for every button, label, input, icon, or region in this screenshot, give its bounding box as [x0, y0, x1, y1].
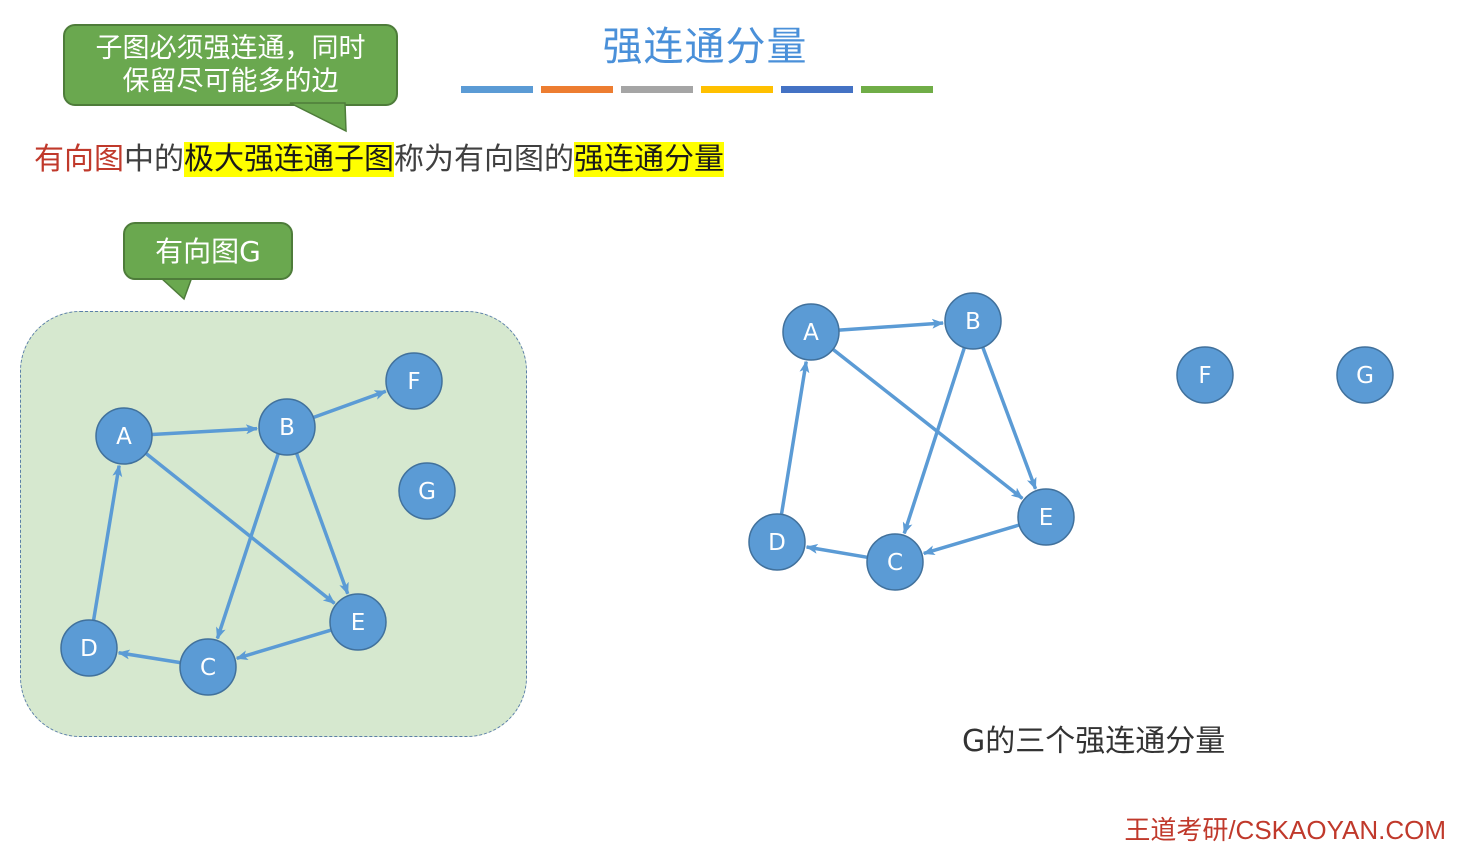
scc-node-b: B: [944, 292, 1002, 350]
graph-g-node-circle-c: [179, 638, 237, 696]
callout-graph-pointer: [158, 276, 194, 301]
graph-g-node-circle-a: [95, 407, 153, 465]
callout-graph-g-label: 有向图G: [123, 222, 293, 280]
graph-g-node-label-f: F: [407, 369, 420, 395]
scc-node-label-a: A: [803, 320, 819, 346]
callout-line-1: 子图必须强连通，同时: [95, 33, 366, 64]
graph-g-node-label-b: B: [279, 415, 295, 441]
callout-top-pointer: [289, 102, 347, 133]
slide-title: 强连通分量: [602, 24, 808, 70]
scc-node-c: C: [866, 533, 924, 591]
scc-node-circle-b: [944, 292, 1002, 350]
scc-node-f: F: [1176, 346, 1234, 404]
accent-bar-4: [701, 86, 773, 93]
scc-node-circle-e: [1017, 488, 1075, 546]
graph-g-node-circle-f: [385, 352, 443, 410]
graph-g-edge-b-c: [215, 453, 280, 640]
definition-term-maximal-subgraph: 极大强连通子图: [184, 142, 394, 177]
graph-g-edge-d-a: [91, 464, 123, 621]
definition-text-called: 称为有向图的: [394, 142, 574, 177]
scc-node-g: G: [1336, 346, 1394, 404]
definition-term-scc: 强连通分量: [574, 142, 724, 177]
accent-bar-6: [861, 86, 933, 93]
graph-g-node-g: G: [398, 462, 456, 520]
callout-line-2: 保留尽可能多的边: [122, 66, 339, 97]
scc-edge-d-a: [779, 360, 810, 515]
graph-g-node-label-g: G: [418, 479, 436, 505]
graph-g-edge-b-e: [294, 452, 350, 595]
definition-sentence: 有向图中的极大强连通子图称为有向图的强连通分量: [34, 138, 724, 182]
scc-node-label-c: C: [887, 550, 903, 576]
accent-bar-5: [781, 86, 853, 93]
graph-g-edge-e-c: [235, 628, 332, 661]
graph-g-node-c: C: [179, 638, 237, 696]
graph-g-node-f: F: [385, 352, 443, 410]
scc-node-d: D: [748, 513, 806, 571]
scc-node-label-d: D: [768, 530, 786, 556]
scc-node-label-g: G: [1356, 363, 1374, 389]
scc-node-circle-d: [748, 513, 806, 571]
scc-node-circle-a: [782, 303, 840, 361]
graph-g-node-d: D: [60, 619, 118, 677]
scc-node-label-b: B: [965, 309, 981, 335]
definition-text-of: 中的: [124, 142, 184, 177]
graph-g-edge-c-d: [117, 649, 181, 665]
brand-watermark: 王道考研/CSKAOYAN.COM: [1124, 815, 1446, 845]
graph-g-node-label-e: E: [351, 610, 366, 636]
graph-g-node-circle-b: [258, 398, 316, 456]
graph-g-node-circle-d: [60, 619, 118, 677]
graph-g-edge-a-b: [151, 424, 259, 437]
scc-edge-c-d: [805, 543, 868, 560]
graph-g-node-label-d: D: [80, 636, 98, 662]
scc-node-a: A: [782, 303, 840, 361]
scc-node-circle-f: [1176, 346, 1234, 404]
accent-bar-2: [541, 86, 613, 93]
scc-node-e: E: [1017, 488, 1075, 546]
scc-node-circle-c: [866, 533, 924, 591]
accent-bar-1: [461, 86, 533, 93]
graph-g-label: 有向图G: [155, 235, 261, 268]
graph-g-node-label-a: A: [116, 424, 132, 450]
components-caption: G的三个强连通分量: [962, 724, 1226, 759]
graph-g-node-circle-e: [329, 593, 387, 651]
definition-term-directed-graph: 有向图: [34, 142, 124, 177]
accent-color-bars: [461, 86, 933, 94]
scc-edge-a-e: [831, 347, 1024, 500]
graph-g-node-label-c: C: [200, 655, 216, 681]
graph-g-edge-b-f: [312, 389, 387, 420]
scc-edge-b-c: [902, 347, 967, 535]
scc-edge-e-c: [922, 523, 1020, 556]
callout-subgraph-note: 子图必须强连通，同时 保留尽可能多的边: [63, 24, 398, 106]
graph-g-node-a: A: [95, 407, 153, 465]
scc-node-label-e: E: [1039, 505, 1054, 531]
scc-edge-a-b: [838, 318, 945, 332]
graph-g-node-b: B: [258, 398, 316, 456]
graph-g-edge-a-e: [144, 452, 336, 605]
scc-node-circle-g: [1336, 346, 1394, 404]
graph-g-node-circle-g: [398, 462, 456, 520]
scc-node-label-f: F: [1198, 363, 1211, 389]
graph-g-node-e: E: [329, 593, 387, 651]
scc-edge-b-e: [981, 346, 1038, 490]
accent-bar-3: [621, 86, 693, 93]
